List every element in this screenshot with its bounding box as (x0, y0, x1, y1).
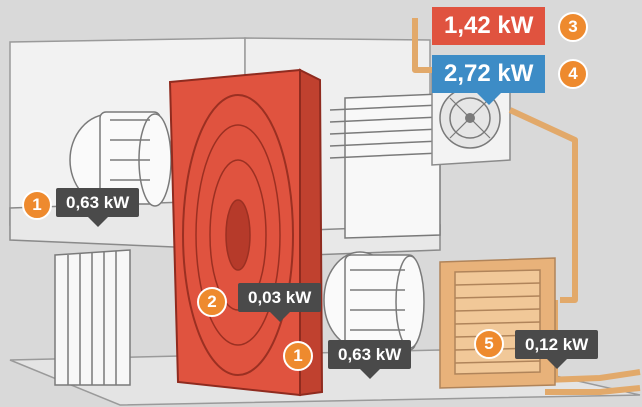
badge-heat-recovery-wheel: 2 (197, 287, 227, 317)
badge-heat-pump: 4 (558, 59, 588, 89)
power-value: 1,42 kW (444, 12, 534, 39)
extract-fan (323, 251, 425, 351)
power-value: 0,12 kW (525, 335, 589, 354)
power-label-compressor: 1,42 kW (432, 7, 546, 45)
badge-heater-coil: 5 (474, 329, 504, 359)
filter-left (54, 249, 131, 386)
badge-supply-fan: 1 (22, 190, 52, 220)
power-label-supply-fan: 0,63 kW (56, 188, 140, 227)
supply-fan (69, 111, 172, 207)
power-label-heat-pump: 2,72 kW (432, 55, 546, 105)
piping (412, 18, 641, 395)
power-label-heat-recovery-wheel: 0,03 kW (238, 283, 322, 322)
power-label-extract-fan: 0,63 kW (328, 340, 412, 379)
power-value: 0,63 kW (338, 345, 402, 364)
power-value: 0,03 kW (248, 288, 312, 307)
heater-coil (439, 257, 556, 389)
badge-compressor: 3 (558, 12, 588, 42)
power-label-heater-coil: 0,12 kW (515, 330, 599, 369)
cooling-coil (329, 93, 441, 239)
power-value: 2,72 kW (444, 60, 534, 87)
badge-extract-fan: 1 (283, 341, 313, 371)
power-value: 0,63 kW (66, 193, 130, 212)
